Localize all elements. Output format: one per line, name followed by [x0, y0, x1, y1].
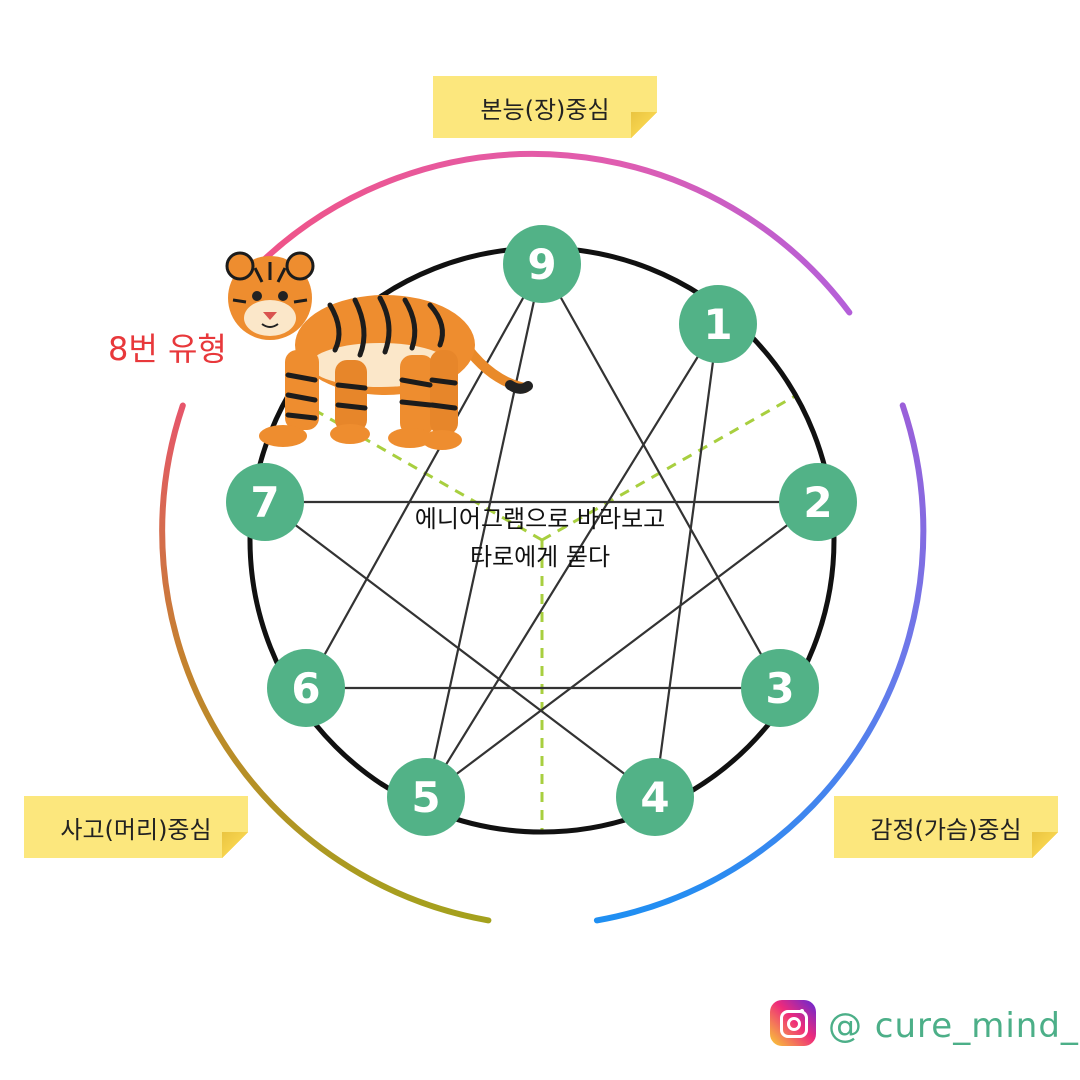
center-caption: 에니어그램으로 바라보고 타로에게 묻다: [380, 500, 700, 576]
node-3: 3: [741, 649, 819, 727]
head-center-label: 사고(머리)중심: [60, 810, 211, 845]
node-4: 4: [616, 758, 694, 836]
node-label-5: 5: [411, 773, 440, 822]
node-7: 7: [226, 463, 304, 541]
type-label: 8번 유형: [108, 324, 227, 370]
node-2: 2: [779, 463, 857, 541]
node-1: 1: [679, 285, 757, 363]
node-label-3: 3: [765, 664, 794, 713]
node-label-2: 2: [803, 478, 832, 527]
gut-center-label: 본능(장)중심: [480, 90, 609, 125]
node-6: 6: [267, 649, 345, 727]
node-9: 9: [503, 225, 581, 303]
instagram-icon[interactable]: [770, 1000, 816, 1046]
node-label-4: 4: [640, 773, 669, 822]
node-5: 5: [387, 758, 465, 836]
heart-center-note: 감정(가슴)중심: [834, 796, 1058, 858]
center-caption-line1: 에니어그램으로 바라보고: [380, 500, 700, 538]
gut-center-note: 본능(장)중심: [433, 76, 657, 138]
head-center-note: 사고(머리)중심: [24, 796, 248, 858]
center-caption-line2: 타로에게 묻다: [380, 538, 700, 576]
tiger-illustration: [227, 253, 528, 450]
node-label-1: 1: [703, 300, 732, 349]
node-label-9: 9: [527, 240, 556, 289]
instagram-handle[interactable]: @ cure_mind_: [828, 1006, 1079, 1046]
node-label-7: 7: [250, 478, 279, 527]
heart-center-label: 감정(가슴)중심: [870, 810, 1021, 845]
node-label-6: 6: [291, 664, 320, 713]
center-dividers: [290, 396, 795, 830]
